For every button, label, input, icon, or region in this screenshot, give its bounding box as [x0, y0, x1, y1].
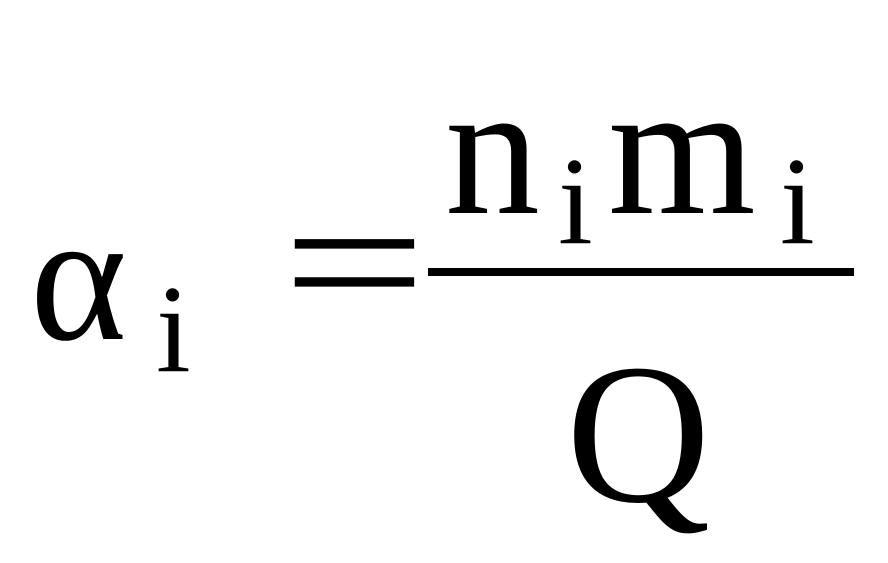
numerator-n: n — [445, 45, 540, 255]
denominator-q: Q — [566, 324, 711, 545]
numerator-n-subscript: i — [558, 133, 593, 271]
numerator-m: m — [608, 45, 756, 255]
numerator-m-subscript: i — [780, 133, 815, 271]
equals-sign: = — [282, 158, 427, 368]
alpha-symbol: α — [30, 175, 127, 380]
alpha-subscript: i — [156, 261, 191, 399]
fraction-bar — [428, 268, 854, 276]
